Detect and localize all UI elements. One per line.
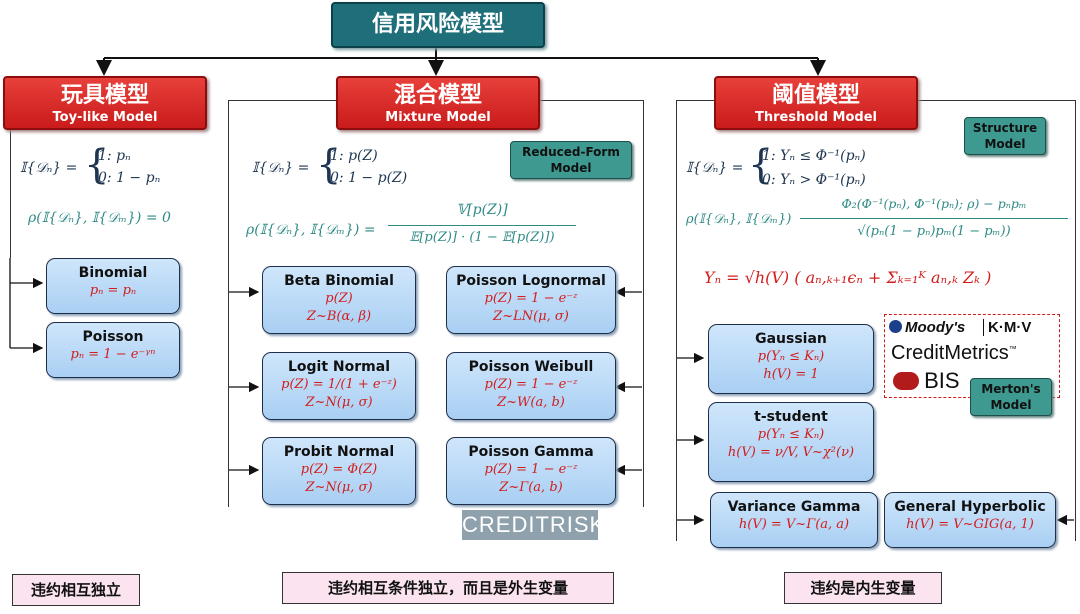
toy-indicator-lhs: 𝕀{𝒟ₙ} = [20,160,78,176]
moodys-logo: Moody's [889,319,965,336]
mixture-rho-lhs: ρ(𝕀{𝒟ₙ}, 𝕀{𝒟ₘ}) = [246,222,376,238]
category-mixture-zh: 混合模型 [393,83,482,108]
threshold-rho-fraction-bar [800,218,1068,219]
box-gaussian-f1: p(Yₙ ≤ Kₙ) [757,349,825,364]
box-poisson-title: Poisson [82,329,144,345]
category-threshold: 阈值模型 Threshold Model [714,76,918,130]
box-poisson-gamma-f1: p(Z) = 1 − e⁻ᶻ [484,462,578,477]
mixture-case1: 1: p(Z) [330,148,378,164]
box-beta-binomial-f2: Z~B(α, β) [306,309,372,324]
box-poisson-gamma-title: Poisson Gamma [468,444,594,460]
bis-logo: BIS [893,368,960,394]
creditmetrics-logo: CreditMetrics™ [891,342,1017,365]
footer-threshold: 违约是内生变量 [784,572,942,604]
threshold-case1: 1: Yₙ ≤ Φ⁻¹(pₙ) [762,148,866,164]
category-toy-zh: 玩具模型 [60,83,149,108]
category-toy: 玩具模型 Toy-like Model [3,76,207,130]
toy-rho: ρ(𝕀{𝒟ₙ}, 𝕀{𝒟ₘ}) = 0 [28,210,171,226]
box-t-student: t-student p(Yₙ ≤ Kₙ) h(V) = ν/V, V~χ²(ν) [708,402,874,482]
threshold-brace: { [748,142,774,188]
category-toy-en: Toy-like Model [52,110,158,125]
kmv-text: K·M·V [983,319,1032,336]
box-general-hyperbolic: General Hyperbolic h(V) = V~GIG(a, 1) [884,492,1056,548]
toy-case2: 0: 1 − pₙ [98,170,161,186]
root-title: 信用风险模型 [331,2,545,48]
threshold-rho-num: Φ₂(Φ⁻¹(pₙ), Φ⁻¹(pₙ); ρ) − pₙpₘ [841,196,1027,211]
box-poisson: Poisson pₙ = 1 − e⁻ᵞⁿ [46,322,180,378]
box-binomial-formula: pₙ = pₙ [89,283,137,298]
box-poisson-lognormal-title: Poisson Lognormal [456,273,606,289]
box-binomial-title: Binomial [78,265,148,281]
box-beta-binomial: Beta Binomial p(Z) Z~B(α, β) [262,266,416,334]
box-probit-normal-title: Probit Normal [283,444,395,460]
kmv-logo: K·M·V [983,319,1032,336]
box-poisson-gamma-f2: Z~Γ(a, b) [499,480,563,495]
box-variance-gamma-title: Variance Gamma [727,499,861,515]
threshold-tag-structure: Structure Model [964,117,1046,155]
box-t-student-title: t-student [754,409,828,425]
threshold-indicator-lhs: 𝕀{𝒟ₙ} = [686,160,744,176]
threshold-y-formula: Yₙ = √h(V) ( aₙ,ₖ₊₁ϵₙ + Σₖ₌₁ᴷ aₙ,ₖ Zₖ ) [704,268,992,287]
box-logit-normal: Logit Normal p(Z) = 1/(1 + e⁻ᶻ) Z~N(μ, σ… [262,352,416,420]
mixture-brace: { [316,142,342,188]
box-gaussian-title: Gaussian [755,331,827,347]
mixture-rho-fraction-bar [388,225,576,226]
mixture-rho-den: 𝔼[p(Z)] · (1 − 𝔼[p(Z)]) [409,230,555,245]
box-logit-normal-f2: Z~N(μ, σ) [305,395,373,410]
category-threshold-en: Threshold Model [754,110,877,125]
box-poisson-weibull-f2: Z~W(a, b) [497,395,565,410]
threshold-rho-lhs: ρ(𝕀{𝒟ₙ}, 𝕀{𝒟ₘ}) [686,212,792,227]
box-gaussian: Gaussian p(Yₙ ≤ Kₙ) h(V) = 1 [708,324,874,394]
toy-panel-line [10,100,11,258]
category-threshold-zh: 阈值模型 [771,83,860,108]
bis-emblem-icon [893,372,919,390]
creditrisk-logo: CREDITRISK⁺ [462,510,617,540]
box-probit-normal-f2: Z~N(μ, σ) [305,480,373,495]
box-variance-gamma-f1: h(V) = V~Γ(a, a) [738,517,850,532]
toy-case1: 1: pₙ [98,148,131,164]
box-variance-gamma: Variance Gamma h(V) = V~Γ(a, a) [710,492,878,548]
box-general-hyperbolic-title: General Hyperbolic [894,499,1046,515]
box-gaussian-f2: h(V) = 1 [763,367,819,382]
threshold-case2: 0: Yₙ > Φ⁻¹(pₙ) [762,172,866,188]
threshold-rho-den: √(pₙ(1 − pₙ)pₘ(1 − pₘ)) [857,224,1011,239]
box-binomial: Binomial pₙ = pₙ [46,258,180,314]
box-probit-normal-f1: p(Z) = Φ(Z) [300,462,378,477]
box-t-student-f2: h(V) = ν/V, V~χ²(ν) [727,445,855,460]
box-beta-binomial-title: Beta Binomial [284,273,394,289]
merton-tag: Merton's Model [970,378,1052,416]
category-mixture-en: Mixture Model [385,110,491,125]
creditmetrics-text: CreditMetrics [891,342,1009,364]
moodys-text: Moody's [905,319,966,336]
moodys-circle-icon [889,320,902,333]
mixture-rho-num: 𝕍[p(Z)] [456,202,508,218]
mixture-tag-reduced-form: Reduced-Form Model [510,141,632,179]
box-t-student-f1: p(Yₙ ≤ Kₙ) [757,427,825,442]
footer-mixture: 违约相互条件独立，而且是外生变量 [282,572,614,604]
mixture-case2: 0: 1 − p(Z) [330,170,408,186]
box-poisson-lognormal-f2: Z~LN(μ, σ) [493,309,569,324]
bis-text: BIS [924,368,960,393]
box-poisson-weibull: Poisson Weibull p(Z) = 1 − e⁻ᶻ Z~W(a, b) [446,352,616,420]
box-logit-normal-title: Logit Normal [288,359,390,375]
footer-toy: 违约相互独立 [12,574,140,606]
category-mixture: 混合模型 Mixture Model [336,76,540,130]
box-beta-binomial-f1: p(Z) [325,291,353,306]
creditmetrics-trademark: ™ [1008,344,1017,354]
box-poisson-gamma: Poisson Gamma p(Z) = 1 − e⁻ᶻ Z~Γ(a, b) [446,437,616,505]
mixture-indicator-lhs: 𝕀{𝒟ₙ} = [252,160,310,176]
box-poisson-lognormal-f1: p(Z) = 1 − e⁻ᶻ [484,291,578,306]
box-poisson-formula: pₙ = 1 − e⁻ᵞⁿ [70,347,156,362]
box-poisson-weibull-title: Poisson Weibull [468,359,594,375]
box-poisson-weibull-f1: p(Z) = 1 − e⁻ᶻ [484,377,578,392]
box-general-hyperbolic-f1: h(V) = V~GIG(a, 1) [906,517,1034,532]
box-probit-normal: Probit Normal p(Z) = Φ(Z) Z~N(μ, σ) [262,437,416,505]
box-poisson-lognormal: Poisson Lognormal p(Z) = 1 − e⁻ᶻ Z~LN(μ,… [446,266,616,334]
toy-brace: { [84,142,110,188]
box-logit-normal-f1: p(Z) = 1/(1 + e⁻ᶻ) [281,377,397,392]
